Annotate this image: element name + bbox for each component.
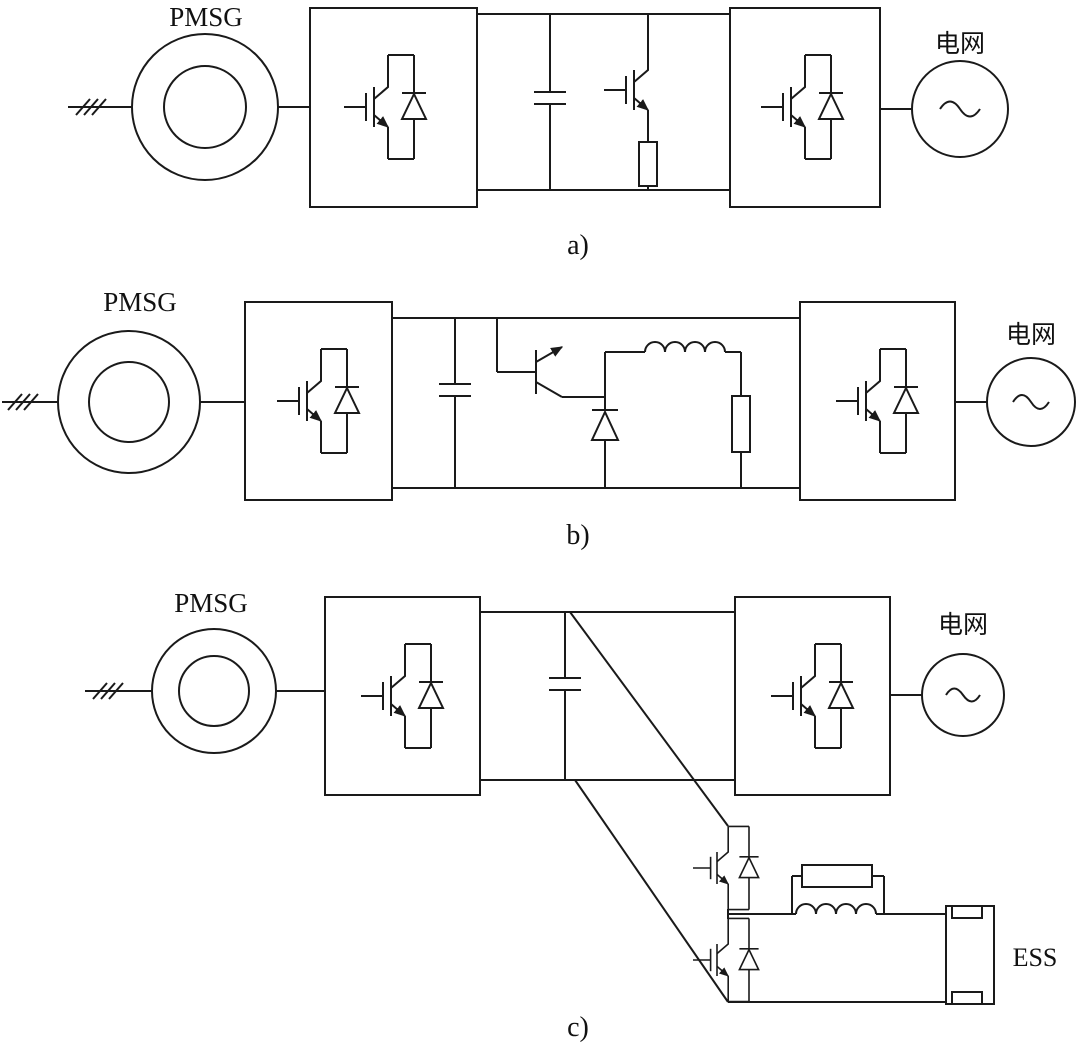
dc-link-capacitor [549, 612, 581, 780]
panel-caption: c) [567, 1012, 589, 1043]
panel-caption: b) [566, 520, 589, 551]
grid-label: 电网 [1006, 321, 1056, 349]
buck-chopper-switch [496, 318, 605, 398]
chopper-resistor [638, 141, 658, 187]
dc-tap-diagonals [569, 611, 729, 1003]
filter-resistor [801, 864, 873, 888]
ess-battery [945, 905, 995, 1005]
ess-terminal-bottom [951, 991, 983, 1005]
ac-tilde-icon [939, 100, 981, 118]
machine-side-converter [244, 301, 393, 501]
machine-side-converter [324, 596, 481, 796]
dc-link-capacitor [439, 318, 471, 488]
machine-side-converter [309, 7, 478, 208]
shaft-hatch-icon [92, 682, 124, 700]
panel-a: PMSG [68, 2, 1009, 261]
pmsg-label: PMSG [174, 588, 248, 618]
pmsg-label: PMSG [103, 287, 177, 317]
upper-igbt [693, 826, 759, 909]
ess-terminal-top [951, 905, 983, 919]
freewheel-diode [590, 397, 620, 488]
grid-source-symbol [921, 653, 1005, 737]
shaft-hatch-icon [7, 393, 39, 411]
grid-side-converter [799, 301, 956, 501]
ess-label: ESS [1013, 943, 1058, 972]
grid-label: 电网 [935, 30, 985, 58]
ac-tilde-icon [1012, 394, 1050, 410]
generator-symbol [57, 330, 201, 474]
shaft [85, 682, 152, 700]
filter-inductor [795, 903, 877, 915]
dc-rails [477, 13, 730, 191]
grid-side-converter [734, 596, 891, 796]
generator-symbol [151, 628, 277, 754]
grid-label: 电网 [938, 611, 988, 639]
dc-link-capacitor [534, 14, 566, 190]
shaft [68, 98, 132, 116]
grid-source-symbol [911, 60, 1009, 158]
ac-tilde-icon [945, 687, 981, 703]
dump-resistor [731, 352, 751, 488]
shaft-hatch-icon [75, 98, 107, 116]
panel-c: PMSG [85, 588, 1057, 1043]
smoothing-inductor [604, 341, 741, 397]
lower-igbt [693, 918, 759, 1001]
shaft [2, 393, 58, 411]
panel-caption: a) [567, 230, 589, 261]
panel-b: PMSG [2, 287, 1076, 551]
dc-rails [480, 611, 735, 781]
grid-side-converter [729, 7, 881, 208]
rl-interface [728, 864, 946, 1003]
grid-source-symbol [986, 357, 1076, 447]
pmsg-label: PMSG [169, 2, 243, 32]
generator-symbol [131, 33, 279, 181]
braking-chopper [604, 14, 658, 190]
dc-rails [392, 317, 800, 489]
